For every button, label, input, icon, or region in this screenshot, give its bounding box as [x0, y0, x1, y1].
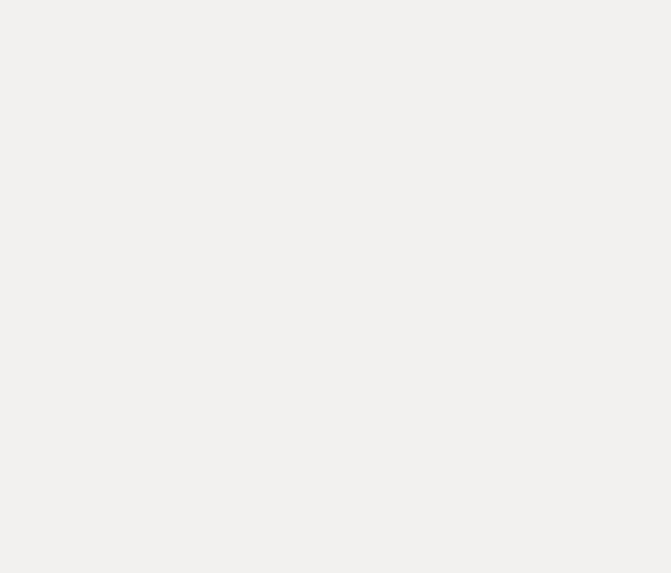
implicit-grant-flow-ascii-diagram [0, 0, 671, 573]
